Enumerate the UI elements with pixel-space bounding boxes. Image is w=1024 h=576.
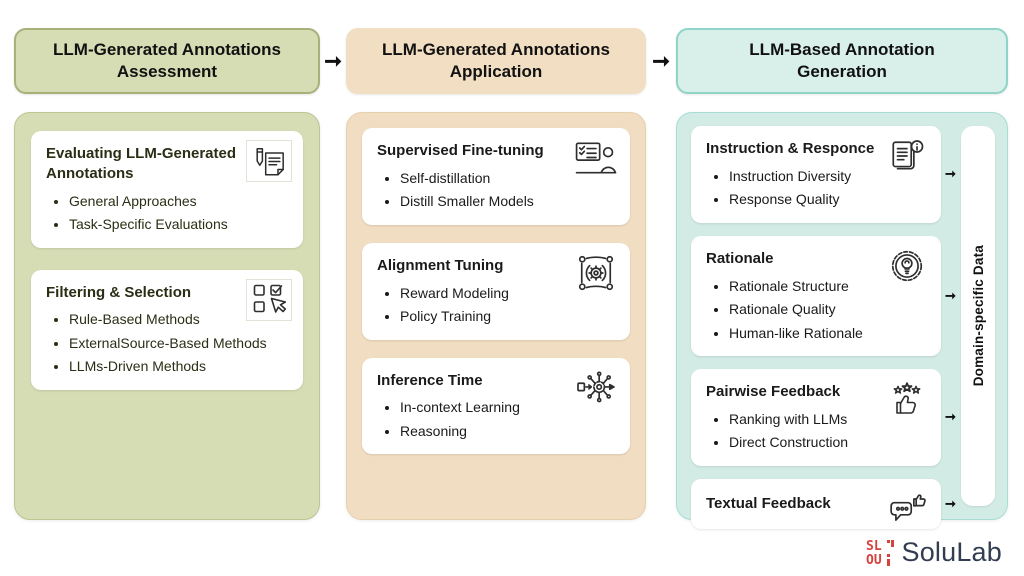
card-title: Supervised Fine-tuning <box>377 142 544 159</box>
checkbox-select-icon <box>246 278 292 321</box>
bullet-item: Reasoning <box>400 423 617 441</box>
card-row: Rationale Rationale Structure <box>691 235 958 357</box>
bullet-item: Rationale Structure <box>729 278 928 296</box>
bullet-item: Rule-Based Methods <box>69 311 290 329</box>
bullet-item: Rationale Quality <box>729 301 928 319</box>
arrow-to-domain-data-icon: ➞ <box>945 409 956 425</box>
bullet-item: ExternalSource-Based Methods <box>69 335 290 353</box>
diagram-layout: LLM-Generated Annotations Assessment ➞ L… <box>14 28 1008 529</box>
header-assessment: LLM-Generated Annotations Assessment <box>14 28 320 94</box>
bullet-item: Ranking with LLMs <box>729 411 928 429</box>
card-title: Rationale <box>706 249 774 267</box>
bullet-item: LLMs-Driven Methods <box>69 358 290 376</box>
card-evaluating-annotations: Evaluating LLM-Generated Annotations Gen… <box>31 131 303 248</box>
bullet-item: Direct Construction <box>729 434 928 452</box>
arrow-right-icon: ➞ <box>324 49 342 73</box>
header-application: LLM-Generated Annotations Application <box>346 28 646 94</box>
card-title: Alignment Tuning <box>377 256 504 274</box>
bullet-item: Task-Specific Evaluations <box>69 216 290 234</box>
domain-specific-data-label: Domain-specific Data <box>970 245 986 387</box>
domain-specific-data-bar: Domain-specific Data <box>961 126 995 506</box>
network-hub-icon <box>573 367 619 409</box>
bullet-list: Ranking with LLMs Direct Construction <box>704 411 928 452</box>
stars-thumb-icon <box>884 378 930 420</box>
bullet-list: Self-distillation Distill Smaller Models <box>375 170 617 211</box>
column-application: Supervised Fine-tuning Self-distillation <box>346 112 646 520</box>
column-assessment: Evaluating LLM-Generated Annotations Gen… <box>14 112 320 520</box>
gear-nodes-icon <box>573 252 619 294</box>
bullet-list: Rule-Based Methods ExternalSource-Based … <box>44 311 290 376</box>
bullet-item: Response Quality <box>729 191 928 209</box>
bullet-list: Instruction Diversity Response Quality <box>704 168 928 209</box>
card-filtering-selection: Filtering & Selection Rule-Based Methods… <box>31 269 303 390</box>
gear-bulb-icon <box>884 245 930 287</box>
card-row: Textual Feedback ➞ <box>691 478 958 530</box>
header-generation: LLM-Based Annotation Generation <box>676 28 1008 94</box>
arrow-to-domain-data-icon: ➞ <box>945 166 956 182</box>
card-instruction-responce: Instruction & Responce Instructi <box>691 126 941 223</box>
bullet-item: Policy Training <box>400 308 617 326</box>
card-alignment-tuning: Alignment Tuning Reward Modeling <box>362 242 630 340</box>
document-info-icon <box>884 135 930 177</box>
card-pairwise-feedback: Pairwise Feedback Ranking with L <box>691 369 941 466</box>
bullet-list: In-context Learning Reasoning <box>375 399 617 440</box>
card-title: Evaluating LLM-Generated Annotations <box>46 145 237 182</box>
bullet-item: Human-like Rationale <box>729 325 928 343</box>
bullet-item: Reward Modeling <box>400 285 617 303</box>
svg-text:SL: SL <box>866 539 882 554</box>
column-generation: Instruction & Responce Instructi <box>676 112 1008 529</box>
card-rationale: Rationale Rationale Structure <box>691 235 941 357</box>
bullet-list: General Approaches Task-Specific Evaluat… <box>44 193 290 234</box>
card-title: Inference Time <box>377 371 483 389</box>
person-checklist-icon <box>573 137 619 179</box>
card-title: Filtering & Selection <box>46 283 192 301</box>
card-inference-time: Inference Time <box>362 357 630 455</box>
bullet-item: In-context Learning <box>400 399 617 417</box>
card-title: Instruction & Responce <box>706 140 875 157</box>
solulab-logo: SL OU SoluLab <box>865 537 1003 568</box>
bullet-item: Instruction Diversity <box>729 168 928 186</box>
arrow-to-domain-data-icon: ➞ <box>945 495 956 511</box>
card-supervised-finetuning: Supervised Fine-tuning Self-distillation <box>362 128 630 225</box>
bullet-item: Distill Smaller Models <box>400 193 617 211</box>
card-row: Pairwise Feedback Ranking with L <box>691 369 958 466</box>
bullet-item: General Approaches <box>69 193 290 211</box>
chat-thumb-icon <box>884 488 930 530</box>
note-pencil-icon <box>246 140 292 182</box>
bullet-list: Reward Modeling Policy Training <box>375 285 617 326</box>
card-row: Instruction & Responce Instructi <box>691 126 958 223</box>
bullet-list: Rationale Structure Rationale Quality Hu… <box>704 278 928 343</box>
bullet-item: Self-distillation <box>400 170 617 188</box>
arrow-to-domain-data-icon: ➞ <box>945 287 956 303</box>
arrow-right-icon: ➞ <box>652 49 670 73</box>
card-textual-feedback: Textual Feedback <box>691 478 941 530</box>
card-title: Pairwise Feedback <box>706 383 841 401</box>
generation-card-stack: Instruction & Responce Instructi <box>691 126 958 529</box>
card-title: Textual Feedback <box>706 494 831 512</box>
solulab-logo-text: SoluLab <box>901 537 1002 567</box>
svg-text:OU: OU <box>866 553 882 568</box>
solulab-logo-mark-icon: SL OU <box>866 539 894 568</box>
